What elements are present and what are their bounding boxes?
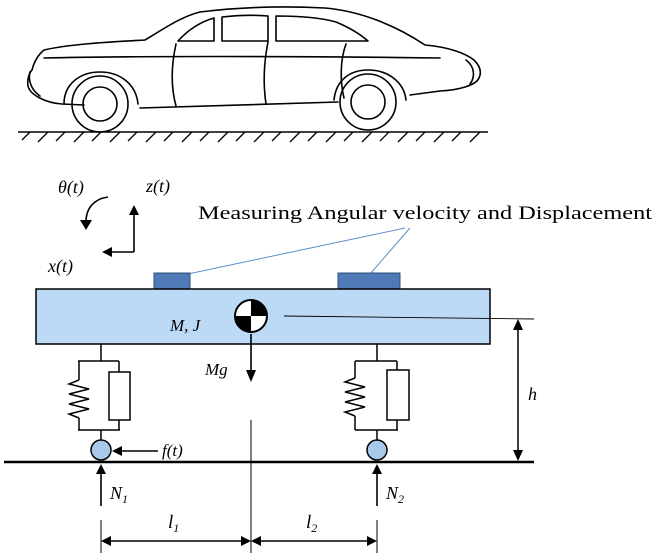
- rear-window: [177, 17, 215, 42]
- rear-damper: [108, 371, 131, 421]
- force-label: f(t): [162, 441, 183, 460]
- n2-label: N2: [385, 483, 404, 506]
- car-illustration: [26, 6, 482, 133]
- l2-arrowhead-left: [251, 536, 261, 546]
- cg-reference-line: [283, 315, 535, 320]
- front-bumper: [465, 59, 475, 85]
- height-arrowhead-bottom: [513, 450, 523, 461]
- front-suspension: [342, 344, 410, 440]
- l1-arrowhead-right: [241, 536, 251, 546]
- front-window: [275, 15, 369, 42]
- rear-wheel-node: [90, 439, 112, 461]
- front-damper: [386, 369, 410, 421]
- road-surface: [18, 131, 488, 143]
- rear-suspension: [66, 344, 131, 440]
- z-arrowhead: [129, 205, 139, 215]
- center-of-gravity-icon: [234, 299, 268, 333]
- rear-wheel-arch: [63, 71, 139, 105]
- n2-arrowhead: [372, 464, 382, 474]
- door-line-fender: [340, 43, 347, 99]
- n1-label: N1: [109, 483, 128, 506]
- front-wheel-arch: [333, 69, 407, 101]
- front-wheel-node: [366, 439, 388, 461]
- theta-arrowhead: [80, 220, 92, 230]
- x-label: x(t): [47, 256, 73, 277]
- door-line-rear: [171, 43, 177, 107]
- z-label: z(t): [145, 176, 170, 197]
- x-arrowhead: [102, 247, 112, 257]
- l2-arrowhead-right: [367, 536, 377, 546]
- door-line-front: [263, 41, 269, 105]
- sensor-front: [337, 272, 401, 290]
- mass-inertia-label: M, J: [169, 316, 202, 335]
- n1-arrowhead: [96, 464, 106, 474]
- sensor-leader-lines: [187, 227, 411, 275]
- weight-label: Mg: [204, 360, 228, 379]
- sensor-note: Measuring Angular velocity and Displacem…: [198, 203, 653, 224]
- force-arrowhead: [112, 446, 122, 456]
- rear-wheel-tire: [71, 75, 129, 133]
- side-trim: [43, 55, 441, 59]
- front-wheel-rim: [350, 84, 386, 120]
- theta-label: θ(t): [58, 177, 84, 198]
- weight-arrowhead: [246, 370, 256, 382]
- front-spring: [342, 377, 366, 417]
- l2-label: l2: [306, 512, 317, 535]
- rear-bumper: [28, 71, 41, 97]
- rear-spring: [66, 379, 90, 419]
- height-label: h: [528, 384, 537, 404]
- coordinate-axes: [80, 196, 139, 257]
- road-hatching: [21, 131, 481, 143]
- front-wheel-tire: [339, 73, 397, 131]
- sensor-rear: [153, 272, 191, 290]
- car-body-outline: [26, 6, 482, 109]
- l1-label: l1: [168, 512, 179, 535]
- rear-wheel-rim: [82, 86, 118, 122]
- height-arrowhead-top: [513, 319, 523, 330]
- l1-arrowhead-left: [101, 536, 111, 546]
- middle-window: [221, 14, 269, 42]
- theta-rotation-arrow: [85, 196, 109, 223]
